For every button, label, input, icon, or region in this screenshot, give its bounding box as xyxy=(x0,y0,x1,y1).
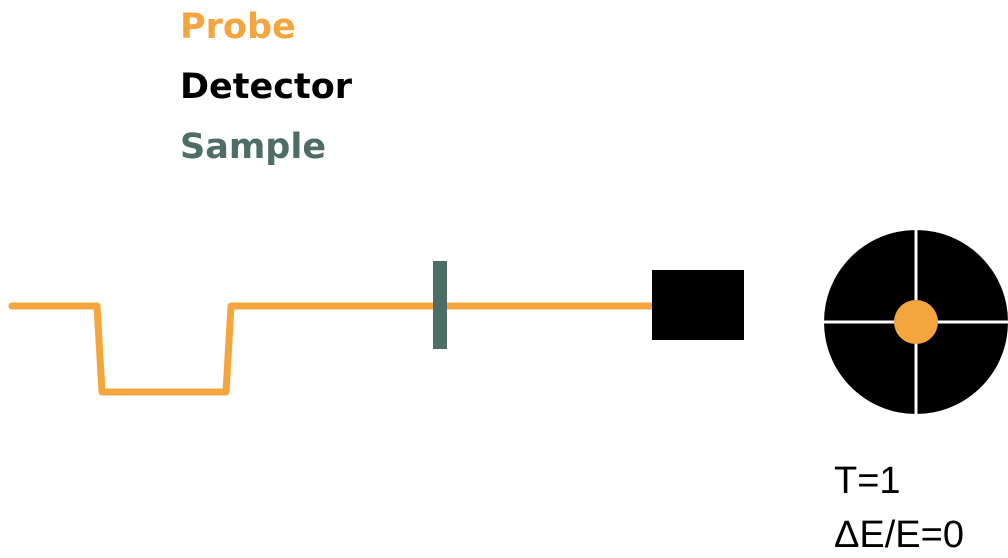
legend-detector-label: Detector xyxy=(180,67,353,107)
transmission-readout: T=1 xyxy=(834,460,901,502)
probe-beam-path xyxy=(8,302,659,396)
legend-probe-label: Probe xyxy=(180,7,296,47)
beam-spot xyxy=(894,300,938,344)
detector-view xyxy=(824,230,1008,414)
legend-sample-label: Sample xyxy=(180,127,327,167)
energy-resolution-readout: ΔE/E=0 xyxy=(834,514,964,556)
sample-bar xyxy=(433,261,447,349)
detector-block xyxy=(652,270,744,340)
